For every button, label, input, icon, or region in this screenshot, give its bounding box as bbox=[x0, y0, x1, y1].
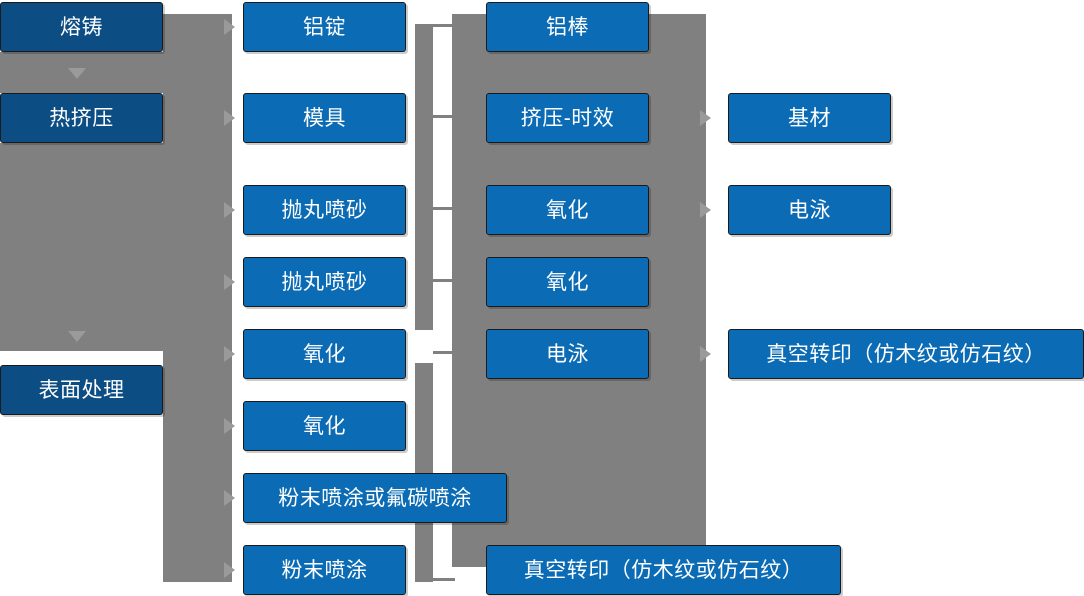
process-box-6[interactable]: 真空转印（仿木纹或仿石纹） bbox=[486, 545, 841, 595]
output-box-label: 真空转印（仿木纹或仿石纹） bbox=[766, 342, 1046, 366]
process-box-3[interactable]: 氧化 bbox=[486, 185, 649, 235]
material-box-8[interactable]: 粉末喷涂 bbox=[243, 545, 406, 595]
material-box-1[interactable]: 铝锭 bbox=[243, 2, 406, 52]
output-box-1[interactable]: 基材 bbox=[728, 93, 891, 143]
arrow-right-to-mat-5 bbox=[224, 346, 235, 362]
material-box-label: 铝锭 bbox=[303, 15, 346, 39]
process-box-4[interactable]: 氧化 bbox=[486, 257, 649, 307]
process-box-label: 电泳 bbox=[546, 342, 589, 366]
arrow-right-to-mat-8 bbox=[224, 562, 235, 578]
process-box-label: 真空转印（仿木纹或仿石纹） bbox=[523, 558, 804, 582]
connector-tie-2 bbox=[433, 115, 455, 118]
arrow-right-to-mat-6 bbox=[224, 418, 235, 434]
connector-rail-middle-lower bbox=[415, 363, 433, 582]
process-box-label: 氧化 bbox=[546, 270, 589, 294]
connector-stem-surface bbox=[160, 389, 190, 392]
stage-box-label: 熔铸 bbox=[60, 15, 103, 39]
connector-tie-5 bbox=[433, 351, 455, 354]
material-box-7[interactable]: 粉末喷涂或氟碳喷涂 bbox=[243, 473, 507, 523]
connector-tie-6 bbox=[433, 578, 455, 581]
material-box-5[interactable]: 氧化 bbox=[243, 329, 406, 379]
arrow-right-to-mat-2 bbox=[224, 110, 235, 126]
arrow-right-to-out-2 bbox=[700, 202, 711, 218]
connector-band-left-mid-fill bbox=[0, 143, 163, 351]
material-box-label: 粉末喷涂或氟碳喷涂 bbox=[278, 486, 472, 510]
stage-box-1[interactable]: 熔铸 bbox=[0, 2, 163, 52]
output-box-3[interactable]: 真空转印（仿木纹或仿石纹） bbox=[728, 329, 1084, 379]
material-box-2[interactable]: 模具 bbox=[243, 93, 406, 143]
material-box-label: 抛丸喷砂 bbox=[281, 198, 368, 222]
material-box-label: 粉末喷涂 bbox=[281, 558, 368, 582]
connector-tie-1 bbox=[433, 24, 455, 27]
arrow-right-to-mat-3 bbox=[224, 202, 235, 218]
chevron-down-icon-stage1 bbox=[68, 68, 86, 79]
arrow-right-to-mat-4 bbox=[224, 274, 235, 290]
process-box-label: 挤压-时效 bbox=[520, 106, 615, 130]
process-box-label: 氧化 bbox=[546, 198, 589, 222]
material-box-4[interactable]: 抛丸喷砂 bbox=[243, 257, 406, 307]
connector-tie-4 bbox=[433, 279, 455, 282]
output-box-label: 基材 bbox=[788, 106, 831, 130]
material-box-label: 氧化 bbox=[303, 342, 346, 366]
connector-tie-3 bbox=[433, 207, 455, 210]
arrow-right-to-mat-7 bbox=[224, 490, 235, 506]
material-box-label: 抛丸喷砂 bbox=[281, 270, 368, 294]
stage-box-label: 热挤压 bbox=[49, 106, 114, 130]
arrow-right-to-out-1 bbox=[700, 110, 711, 126]
stage-box-3[interactable]: 表面处理 bbox=[0, 365, 163, 415]
connector-band-left bbox=[163, 14, 232, 582]
process-box-1[interactable]: 铝棒 bbox=[486, 2, 649, 52]
chevron-down-icon-stage2 bbox=[68, 331, 86, 342]
process-box-2[interactable]: 挤压-时效 bbox=[486, 93, 649, 143]
stage-box-label: 表面处理 bbox=[38, 378, 125, 402]
process-box-5[interactable]: 电泳 bbox=[486, 329, 649, 379]
stage-box-2[interactable]: 热挤压 bbox=[0, 93, 163, 143]
output-box-2[interactable]: 电泳 bbox=[728, 185, 891, 235]
arrow-right-to-mat-1 bbox=[224, 19, 235, 35]
material-box-label: 模具 bbox=[303, 106, 346, 130]
output-box-label: 电泳 bbox=[788, 198, 831, 222]
connector-rail-middle-upper bbox=[415, 24, 433, 330]
material-box-label: 氧化 bbox=[303, 414, 346, 438]
process-box-label: 铝棒 bbox=[546, 15, 589, 39]
material-box-3[interactable]: 抛丸喷砂 bbox=[243, 185, 406, 235]
material-box-6[interactable]: 氧化 bbox=[243, 401, 406, 451]
arrow-right-to-out-3 bbox=[700, 346, 711, 362]
